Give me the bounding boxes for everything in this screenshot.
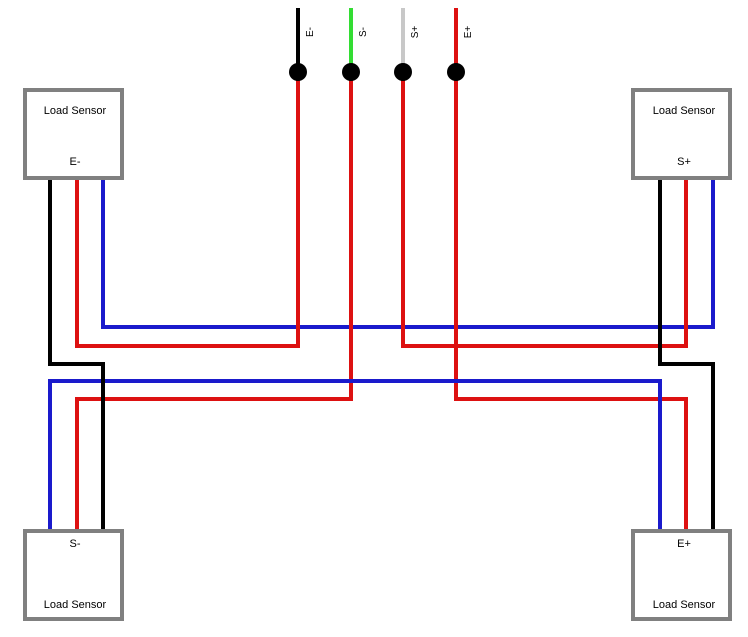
load-sensor-top-left: Load Sensor E- [23, 88, 124, 180]
junction-dot-s-minus [342, 63, 360, 81]
junction-dot-e-minus [289, 63, 307, 81]
sensor-title: Load Sensor [44, 105, 107, 117]
wire-black-right [658, 177, 715, 532]
sensor-title: Load Sensor [653, 599, 716, 611]
lead-label-s-minus: S- [358, 27, 369, 37]
sensor-box [23, 88, 124, 180]
lead-label-e-minus: E- [305, 27, 316, 37]
sensor-box [631, 529, 732, 621]
sensor-terminal-label: E+ [677, 538, 691, 550]
load-sensor-bottom-right: E+ Load Sensor [631, 529, 732, 621]
wire-black-left [48, 177, 105, 532]
load-sensor-top-right: Load Sensor S+ [631, 88, 732, 180]
wire-red-bottom-left [75, 72, 353, 532]
lead-label-s-plus: S+ [410, 26, 421, 39]
wire-red-bottom-right [454, 72, 688, 532]
wire-red-top-right [401, 72, 688, 348]
sensor-terminal-label: E- [70, 156, 81, 168]
sensor-terminal-label: S+ [677, 156, 691, 168]
sensor-title: Load Sensor [653, 105, 716, 117]
sensor-box [23, 529, 124, 621]
sensor-box [631, 88, 732, 180]
wire-blue-top [101, 177, 715, 329]
sensor-terminal-label: S- [70, 538, 81, 550]
junction-dot-e-plus [447, 63, 465, 81]
wires [48, 72, 715, 532]
load-sensor-bottom-left: S- Load Sensor [23, 529, 124, 621]
lead-label-e-plus: E+ [463, 26, 474, 39]
leads: E- S- S+ E+ [289, 8, 474, 81]
sensor-title: Load Sensor [44, 599, 107, 611]
wire-red-top-left [75, 72, 300, 348]
junction-dot-s-plus [394, 63, 412, 81]
wire-blue-bottom [48, 379, 662, 532]
